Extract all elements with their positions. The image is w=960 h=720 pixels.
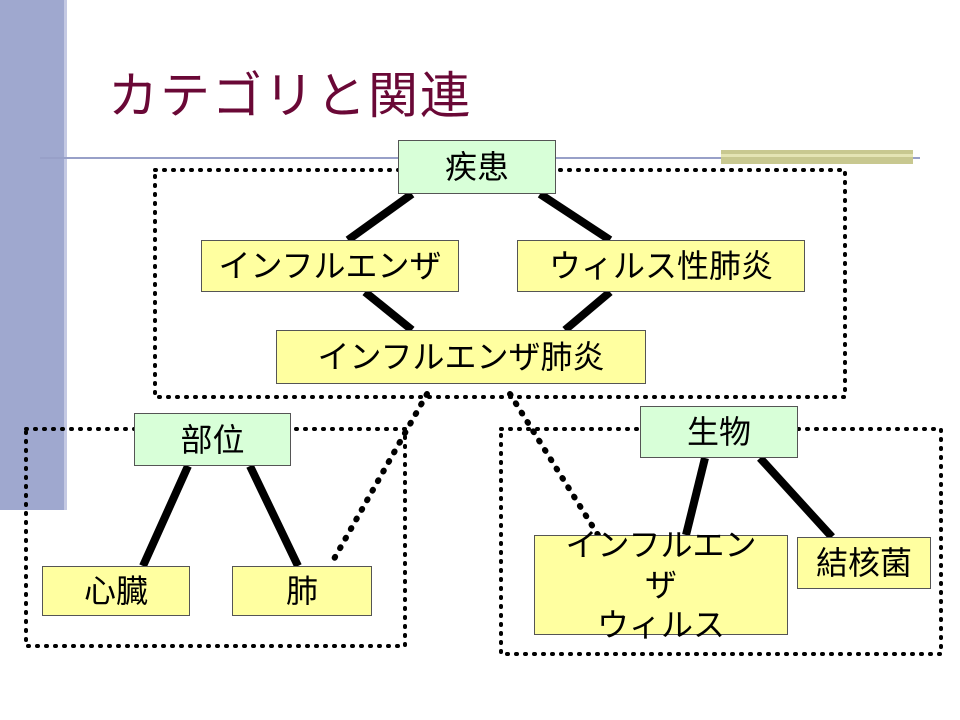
node-disease-category: 疾患 [398,140,556,194]
node-heart: 心臓 [42,566,190,616]
sidebar-accent-edge [64,0,67,510]
edge-organism-influenza-virus [682,457,709,536]
node-influenza-virus: インフルエン ザ ウィルス [534,526,788,644]
edge-influenza-influenza-pneumonia [362,288,415,334]
sidebar-accent-bar [0,0,64,510]
node-body-part-category: 部位 [134,413,291,466]
slide-title: カテゴリと関連 [108,67,472,125]
node-influenza: インフルエンザ [201,240,459,292]
edge-disease-viral-pneumonia [537,190,613,244]
node-lung: 肺 [232,566,372,616]
association-influenza-pneumonia-lung [327,391,430,569]
node-influenza-pneumonia: インフルエンザ肺炎 [276,330,646,384]
organism-group-frame [499,427,943,656]
edge-body-part-lung [246,464,302,568]
node-tuberculosis-bacterium: 結核菌 [797,537,931,589]
influenza-virus-line-3: ウィルス [596,606,725,644]
influenza-virus-line-2: ザ [644,566,677,604]
edge-viral-pneumonia-influenza-pneumonia [562,288,613,334]
edge-disease-influenza [345,190,415,244]
edge-organism-tuberculosis [757,455,835,540]
title-accent-bar [721,150,913,164]
influenza-virus-line-1: インフルエン [565,526,757,564]
node-organism-category: 生物 [640,406,798,458]
association-influenza-pneumonia-influenza-virus [507,391,601,538]
node-viral-pneumonia: ウィルス性肺炎 [517,240,805,292]
edge-body-part-heart [139,464,192,568]
